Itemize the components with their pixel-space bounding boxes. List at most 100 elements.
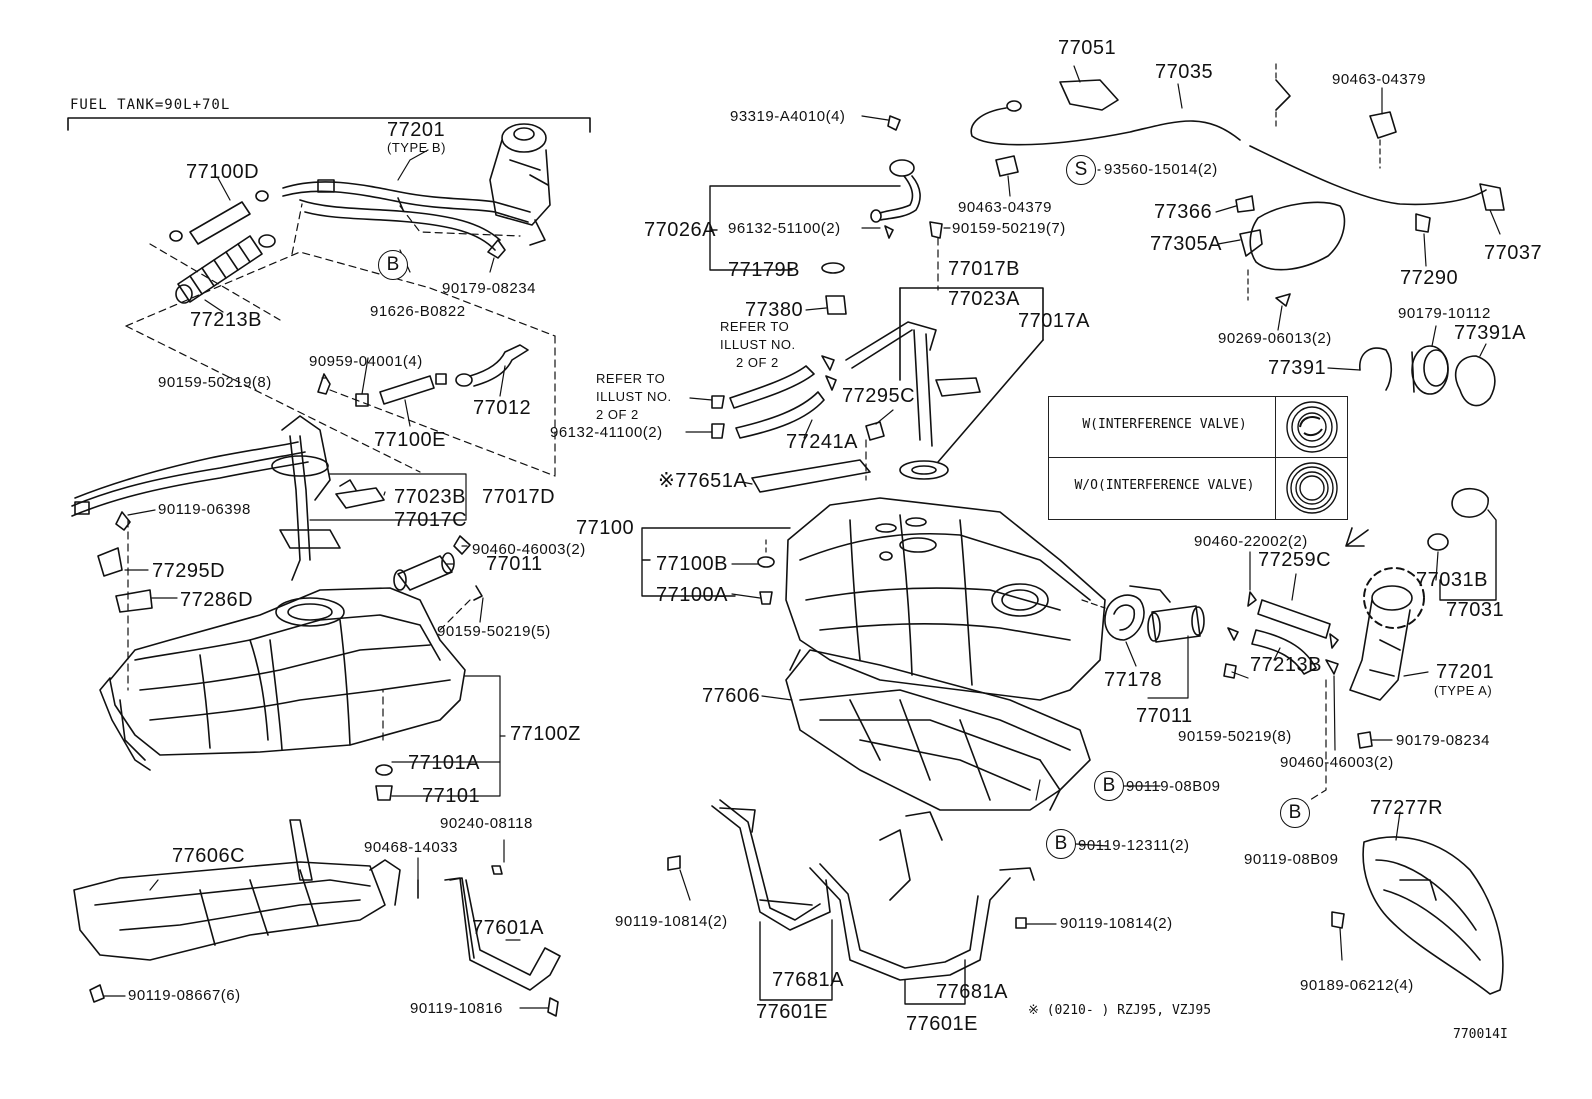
part-label-77366: 77366: [1154, 201, 1213, 223]
drain-plug-77101: [375, 785, 393, 801]
part-label-77201: 77201: [387, 119, 446, 141]
bumper-77366: [1235, 195, 1255, 213]
opener-77037: [1479, 183, 1505, 211]
refer-note-1-line-2: ILLUST NO.: [720, 337, 796, 352]
part-label-90179-08234: 90179-08234: [442, 280, 536, 297]
part-label-77380: 77380: [745, 299, 804, 321]
clamp-90460-left: [453, 535, 471, 555]
part-label-90119-08b09-center: 90119-08B09: [1126, 778, 1221, 795]
part-label-77100d: 77100D: [186, 161, 260, 183]
legend-picture-without-valve: [1275, 458, 1347, 519]
no-valve-ring-icon: [1286, 462, 1338, 514]
fuel-door-77305a: [1239, 201, 1346, 271]
part-label-77295d: 77295D: [152, 560, 226, 582]
bolt-93319: [887, 115, 901, 131]
part-label-77026a: 77026A: [644, 219, 716, 241]
callout-b-left: B: [378, 250, 408, 280]
hose-77241a: [729, 365, 825, 439]
part-label-77101a: 77101A: [408, 752, 480, 774]
part-label-77031b: 77031B: [1416, 569, 1488, 591]
part-label-96132-41100: 96132-41100(2): [550, 424, 663, 441]
part-label-77178: 77178: [1104, 669, 1163, 691]
part-label-90240-08118: 90240-08118: [440, 815, 533, 832]
shield-77277r: [1362, 836, 1504, 995]
part-label-91626-b0822: 91626-B0822: [370, 303, 466, 320]
clip-77286d: [115, 589, 153, 613]
part-label-93560-15014: 93560-15014(2): [1104, 161, 1218, 178]
figure-id: 770014I: [1453, 1027, 1508, 1042]
cap-77380: [825, 295, 847, 315]
strap-77601a: [444, 865, 561, 991]
vent-tube-77026a: [870, 159, 921, 223]
hose-77213b-right: [1251, 629, 1317, 675]
part-label-90159-50219-5: 90159-50219(5): [437, 623, 551, 640]
part-label-77213b-right: 77213B: [1250, 654, 1322, 676]
interference-valve-icon: [1286, 401, 1338, 453]
clamp-90460-22002: [1247, 591, 1257, 607]
part-label-77241a: 77241A: [786, 431, 858, 453]
part-label-90463-04379-left: 90463-04379: [958, 199, 1052, 216]
legend-label-with-valve: W(INTERFERENCE VALVE): [1082, 417, 1247, 432]
hose-77259c: [1257, 599, 1331, 639]
part-label-96132-51100: 96132-51100(2): [728, 220, 841, 237]
part-label-77017b: 77017B: [948, 258, 1020, 280]
part-label-77017c: 77017C: [394, 509, 468, 531]
cable-77035: [970, 63, 1487, 206]
hose-77012: [455, 344, 529, 387]
callout-b-center-2: B: [1046, 829, 1076, 859]
part-label-77606c: 77606C: [172, 845, 246, 867]
bolt-90119-10816: [547, 997, 559, 1017]
part-label-90159-50219-7: 90159-50219(7): [952, 220, 1066, 237]
part-label-77100e: 77100E: [374, 429, 446, 451]
fuel-cap-77031: [1451, 487, 1489, 518]
part-label-90189-06212: 90189-06212(4): [1300, 977, 1414, 994]
part-label-90119-12311: 90119-12311(2): [1078, 837, 1190, 854]
plug-77100a: [759, 591, 773, 605]
part-label-77023a: 77023A: [948, 288, 1020, 310]
part-label-type-b: (TYPE B): [387, 140, 446, 155]
gasket-77031b: [1427, 533, 1449, 551]
legend-label-without-valve: W/O(INTERFERENCE VALVE): [1074, 478, 1255, 493]
clamp-90460-46003-right: [1325, 659, 1339, 675]
part-label-77012: 77012: [473, 397, 532, 419]
part-label-77023b: 77023B: [394, 486, 466, 508]
fuel-tank-left: [99, 587, 466, 771]
part-label-77601e-left: 77601E: [756, 1001, 828, 1023]
part-label-90959-04001: 90959-04001(4): [309, 353, 423, 370]
part-label-90269-06013: 90269-06013(2): [1218, 330, 1332, 347]
protector-77606: [785, 649, 1091, 811]
part-label-90460-22002: 90460-22002(2): [1194, 533, 1308, 550]
part-label-93319-a4010: 93319-A4010(4): [730, 108, 846, 125]
part-label-77011-left: 77011: [486, 553, 543, 575]
legend-picture-with-valve: [1275, 397, 1347, 458]
part-label-77290: 77290: [1400, 267, 1459, 289]
grommet-77179b: [821, 262, 845, 274]
refer-note-2-line-1: REFER TO: [596, 371, 666, 386]
part-label-77391: 77391: [1268, 357, 1327, 379]
strap-77601e-b: [809, 811, 1035, 981]
clip-90463-right: [1369, 111, 1397, 139]
bolt-90159-7: [929, 221, 943, 239]
part-label-90460-46003-left: 90460-46003(2): [472, 541, 586, 558]
inlet-90179-10112: [1411, 345, 1449, 395]
part-label-77305a: 77305A: [1150, 233, 1222, 255]
legend-row-without-valve: W/O(INTERFERENCE VALVE): [1049, 458, 1347, 519]
part-label-type-a: (TYPE A): [1434, 683, 1493, 698]
part-label-90119-06398: 90119-06398: [158, 501, 251, 518]
pad-77651a: [751, 459, 871, 493]
ring-77391a: [1454, 355, 1496, 407]
filler-neck-77201-type-a: [1349, 585, 1413, 701]
part-label-77681a-left: 77681A: [772, 969, 844, 991]
hose-77100d: [169, 190, 269, 245]
clip-90189: [1331, 911, 1345, 929]
part-label-77011-right: 77011: [1136, 705, 1193, 727]
clamp-96132-51100: [884, 225, 894, 239]
part-label-77213b: 77213B: [190, 309, 262, 331]
part-label-90119-08667: 90119-08667(6): [128, 987, 241, 1004]
bolt-90119-10814-left: [667, 855, 681, 871]
bolt-90119-08667: [89, 984, 105, 1003]
bolt-90179-left: [487, 239, 506, 259]
callout-s: S: [1066, 155, 1096, 185]
bolt-90159-8-right: [1223, 663, 1237, 679]
